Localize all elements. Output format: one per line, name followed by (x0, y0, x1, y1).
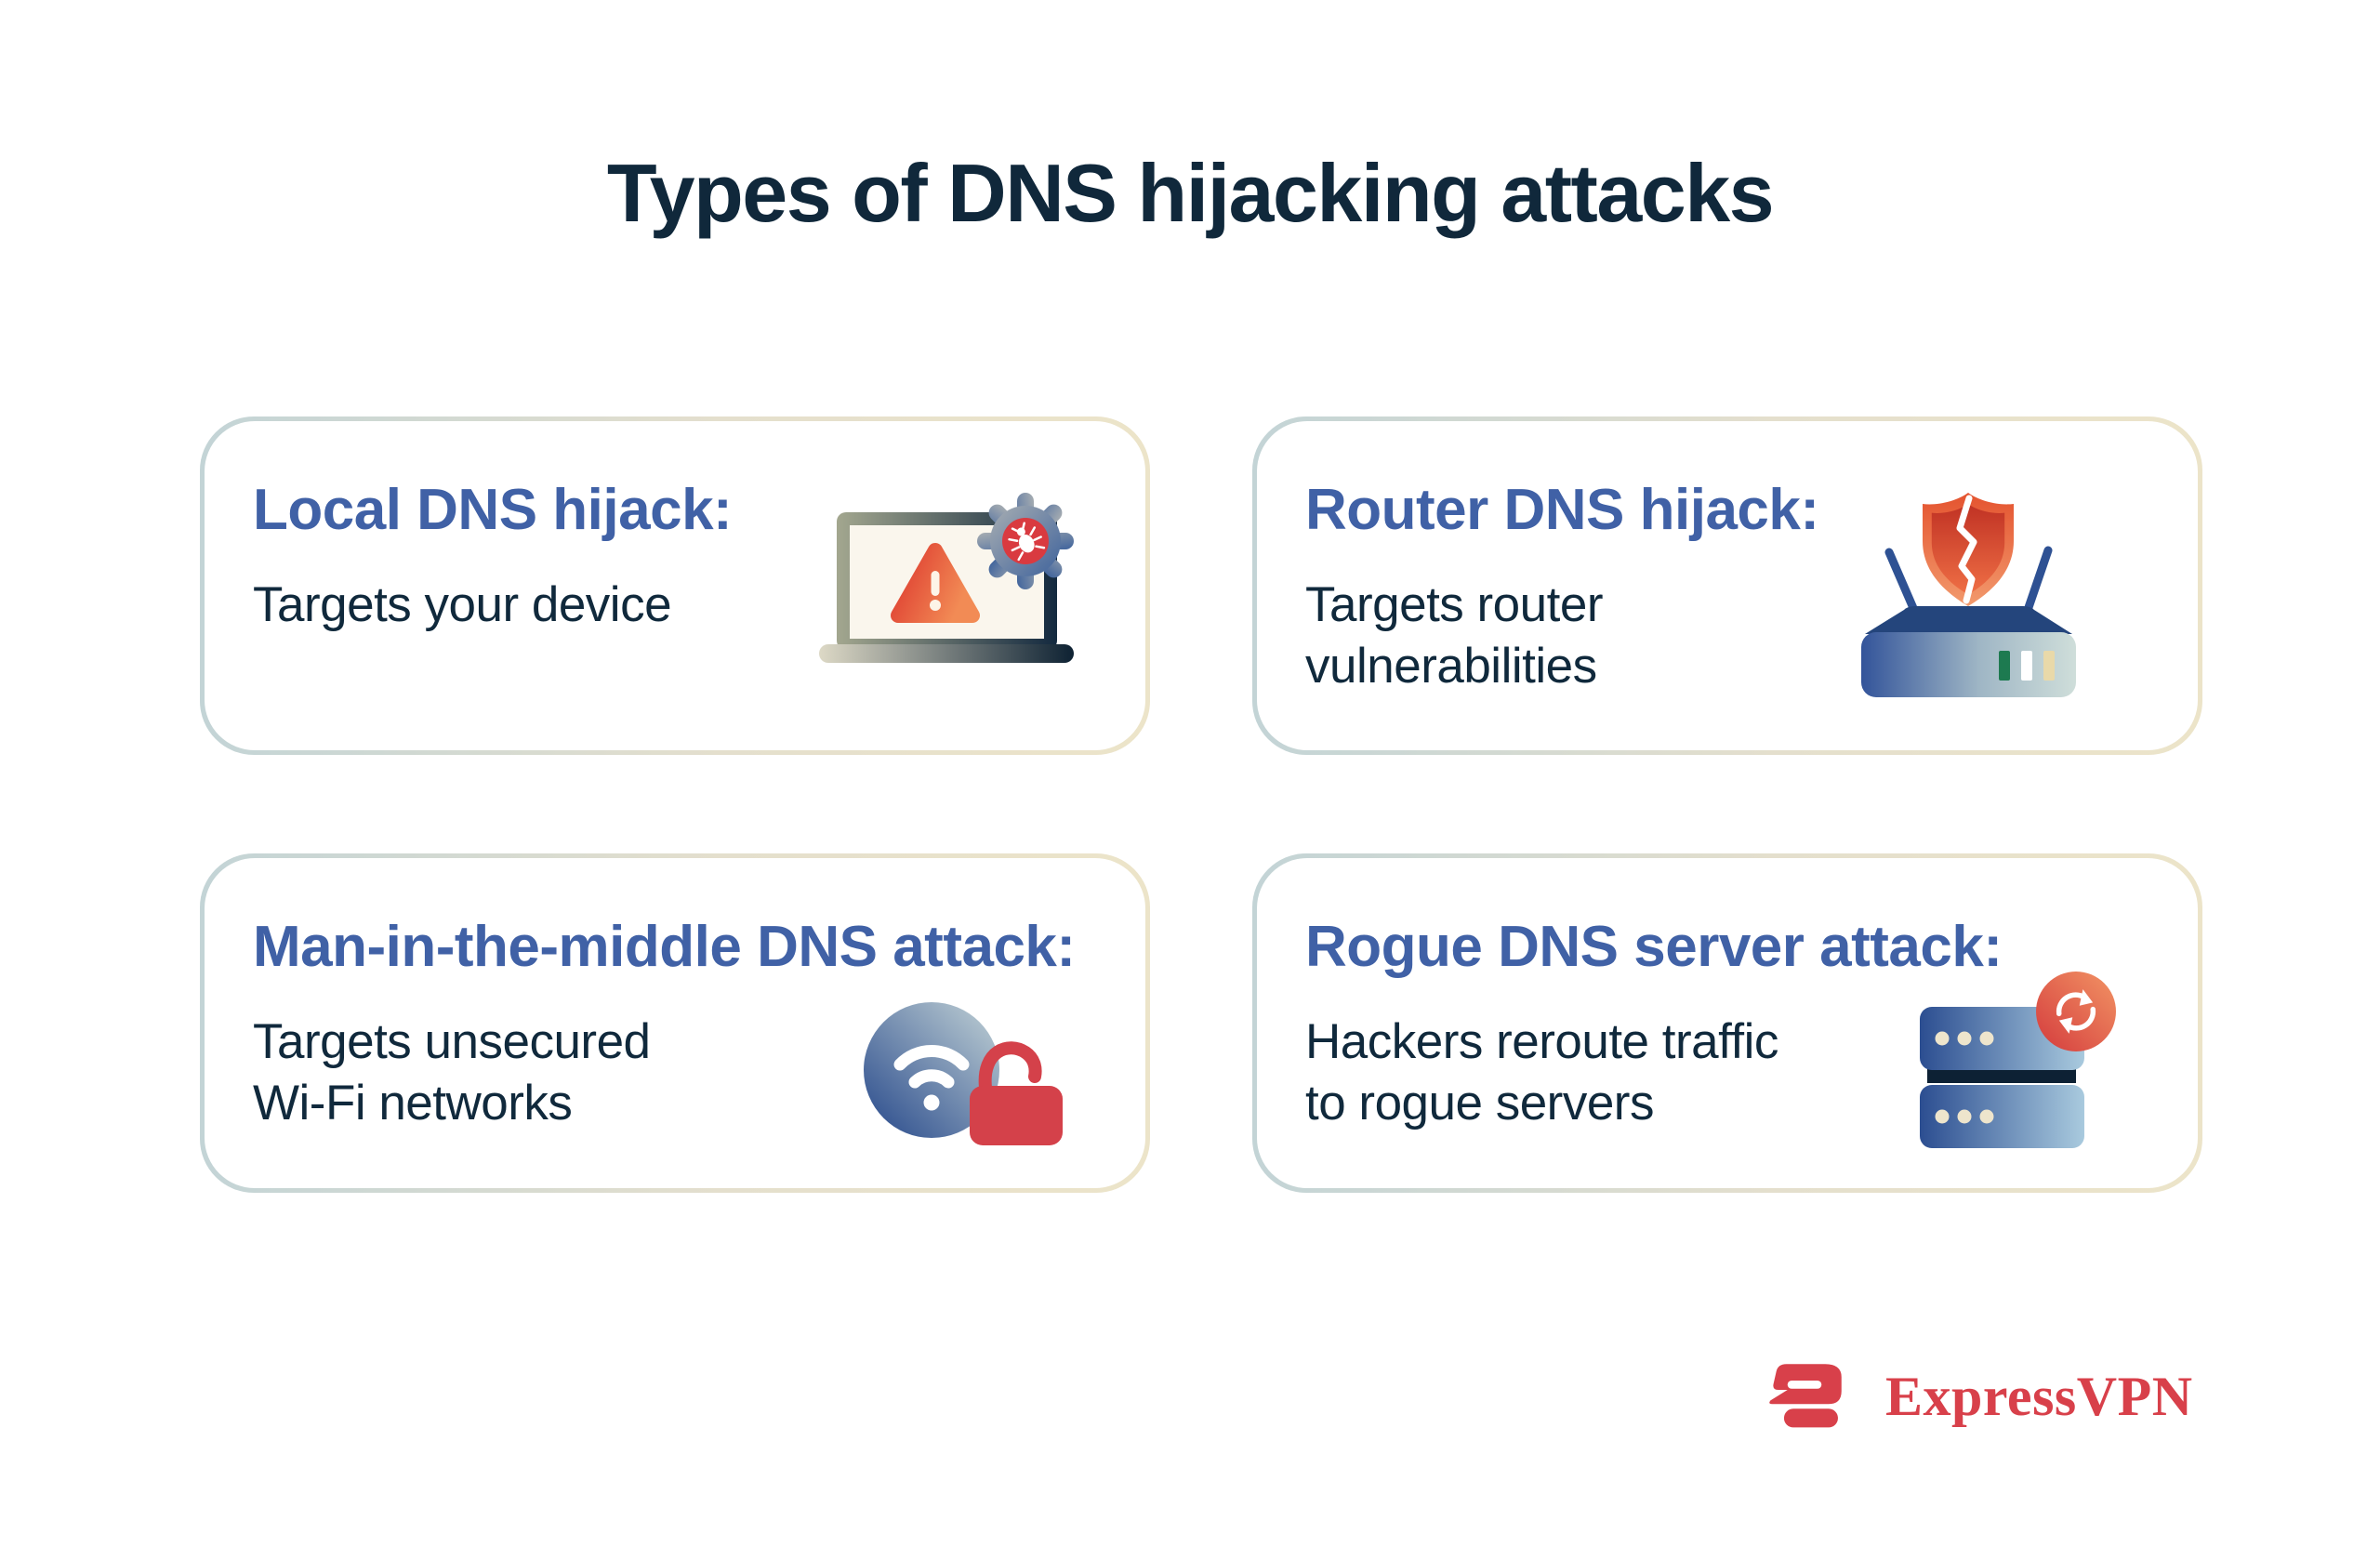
card-heading: Man-in-the-middle DNS attack: (253, 915, 1076, 979)
card-local-dns-hijack-inner: Local DNS hijack: Targets your device (205, 421, 1145, 750)
router-cracked-shield-icon (1861, 493, 2076, 697)
card-rogue-dns-server-attack-inner: Rogue DNS server attack: Hackers reroute… (1257, 858, 2198, 1188)
card-body: Targets your device (253, 577, 672, 633)
card-mitm-dns-attack: Man-in-the-middle DNS attack: Targets un… (200, 853, 1150, 1193)
card-body: Targets unsecured Wi-Fi networks (253, 1014, 651, 1131)
wifi-open-padlock-icon (864, 1002, 1063, 1145)
card-router-dns-hijack: Router DNS hijack: Targets router vulner… (1252, 416, 2202, 755)
card-heading: Router DNS hijack: (1305, 478, 1819, 542)
card-mitm-dns-attack-inner: Man-in-the-middle DNS attack: Targets un… (205, 858, 1145, 1188)
expressvpn-logo-icon (1769, 1364, 1842, 1428)
card-heading: Local DNS hijack: (253, 478, 733, 542)
brand-name: ExpressVPN (1885, 1366, 2193, 1427)
card-body: Targets router vulnerabilities (1305, 577, 1603, 694)
card-router-dns-hijack-inner: Router DNS hijack: Targets router vulner… (1257, 421, 2198, 750)
card-local-dns-hijack: Local DNS hijack: Targets your device (200, 416, 1150, 755)
rogue-server-sync-icon (1920, 972, 2116, 1148)
card-rogue-dns-server-attack: Rogue DNS server attack: Hackers reroute… (1252, 853, 2202, 1193)
laptop-malware-warning-icon (819, 493, 1074, 663)
card-heading: Rogue DNS server attack: (1305, 915, 2003, 979)
card-body: Hackers reroute traffic to rogue servers (1305, 1014, 1778, 1131)
page-title: Types of DNS hijacking attacks (606, 147, 1775, 239)
brand-footer: ExpressVPN (1766, 1363, 2193, 1430)
